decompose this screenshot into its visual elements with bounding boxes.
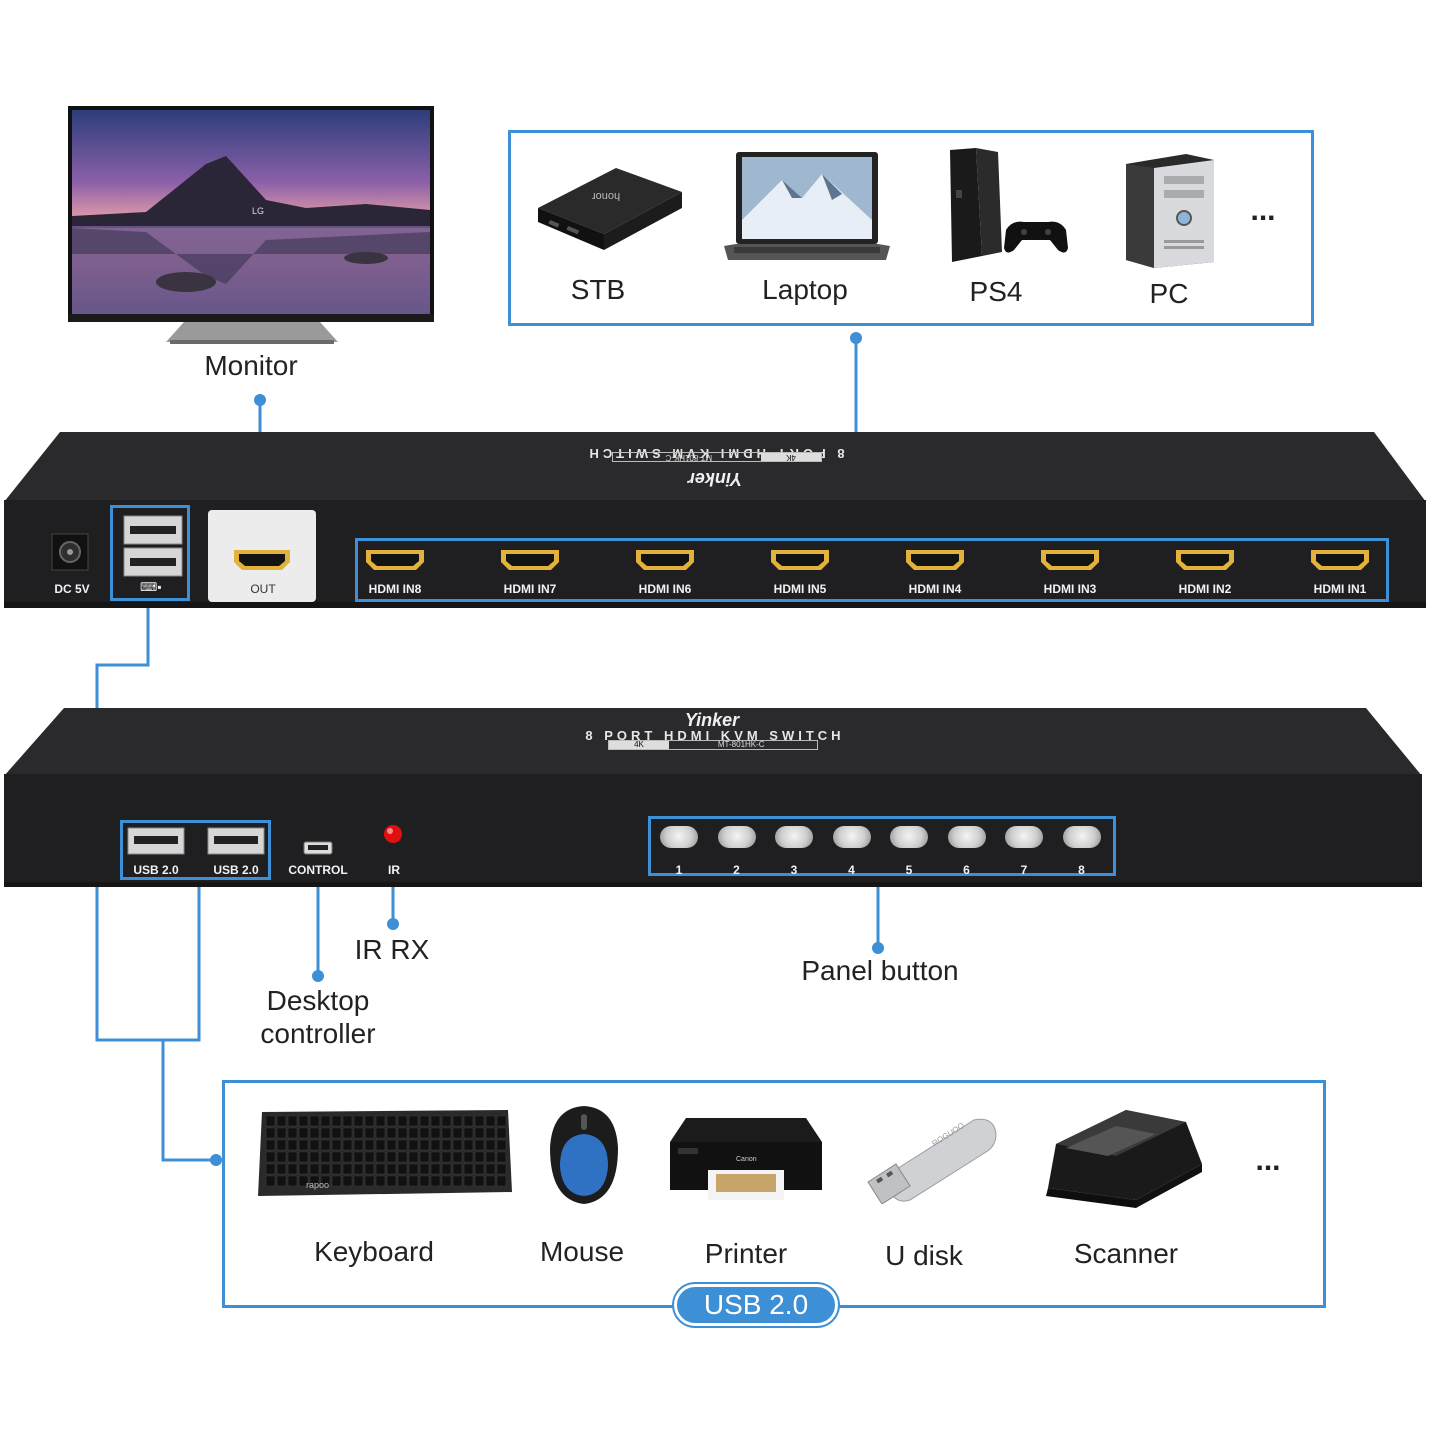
keyboard-brand-logo: rapoo [306,1180,330,1190]
front-4k-badge: 4K [609,741,669,749]
more-sources-ellipsis: ... [1250,194,1276,227]
hdmi-out-label: OUT [250,582,276,596]
desktop-controller-line-1: Desktop [266,985,370,1016]
panel-button-8[interactable] [1062,826,1101,848]
front-usb-frame [120,820,271,880]
hdmi-input-label: HDMI IN6 [638,582,692,596]
peripheral-label-printer: Printer [704,1238,788,1269]
panel-button-4[interactable] [832,826,871,848]
usb-disk-icon [867,1118,997,1204]
panel-button-number: 7 [1020,863,1028,877]
hdmi-input-port [636,550,694,570]
hdmi-input-label: HDMI IN5 [773,582,827,596]
hdmi-out-port [234,550,290,570]
hdmi-input-port [1041,550,1099,570]
ir-label: IR [388,863,400,877]
front-usb-label-2: USB 2.0 [213,863,259,877]
source-label-pc: PC [1149,278,1189,309]
hdmi-input-port [501,550,559,570]
source-label-stb: STB [570,274,626,305]
panel-button-5[interactable] [890,826,928,848]
printer-icon [670,1118,822,1200]
panel-button-7[interactable] [1005,826,1043,848]
panel-button-number: 5 [905,863,913,877]
mouse-icon [550,1106,618,1204]
front-brand-logo: Yinker [684,710,740,730]
monitor-brand-logo: LG [252,206,265,216]
peripheral-label-keyboard: Keyboard [314,1236,434,1267]
front-model-plate: 4K MT-801HK-C [608,740,818,750]
monitor-icon [68,106,434,344]
hdmi-inputs-frame [355,538,1389,602]
hdmi-input-label: HDMI IN4 [908,582,962,596]
ir-rx-label: IR RX [354,934,430,965]
panel-button-number: 8 [1078,863,1085,877]
panel-connector-dot [872,942,884,954]
panel-button-3[interactable] [775,826,813,848]
hdmi-input-label: HDMI IN3 [1043,582,1097,596]
rear-model-number: MT-801HK-C [665,453,713,462]
hdmi-input-label: HDMI IN7 [503,582,557,596]
ir-connector-dot [387,918,399,930]
controller-connector-dot [312,970,324,982]
panel-button-number: 4 [848,863,855,877]
printer-brand-logo: Canon [736,1156,757,1163]
hdmi-input-port [906,550,964,570]
rear-usb-frame [110,505,190,601]
peripheral-label-scanner: Scanner [1073,1238,1179,1269]
hdmi-input-port [771,550,829,570]
ps4-console-icon [950,148,1068,262]
sources-connector-dot [850,332,862,344]
monitor-connector-dot [254,394,266,406]
hdmi-input-label: HDMI IN8 [368,582,422,596]
desktop-controller-label: Desktop controller [236,984,400,1050]
peripheral-label-mouse: Mouse [539,1236,625,1267]
more-peripherals-ellipsis: ... [1255,1144,1281,1177]
set-top-box-icon [538,168,682,250]
panel-button-6[interactable] [947,826,986,848]
usb-2-badge: USB 2.0 [674,1284,838,1326]
hdmi-input-port [366,550,424,570]
peripherals-connector-dot [210,1154,222,1166]
dc-power-label: DC 5V [54,582,90,596]
source-label-ps4: PS4 [969,276,1023,307]
source-devices-frame [508,130,1314,326]
keyboard-mouse-port-icon: ⌨▪ [140,580,162,594]
monitor-label: Monitor [204,350,298,381]
panel-button-1[interactable] [660,826,698,848]
front-usb-label-1: USB 2.0 [133,863,179,877]
rear-brand-logo: Yinker [687,469,743,489]
rear-model-plate: 4K MT-801HK-C [612,452,822,462]
front-model-number: MT-801HK-C [717,740,765,749]
control-port-label: CONTROL [288,863,348,877]
hdmi-input-label: HDMI IN1 [1313,582,1367,596]
kvm-front-panel [4,708,1422,887]
scanner-icon [1046,1110,1202,1208]
panel-button-2[interactable] [717,826,756,848]
desktop-pc-icon [1126,154,1214,268]
panel-button-number: 6 [963,863,970,877]
front-model-line: 8 PORT HDMI KVM SWITCH [585,728,845,743]
desktop-controller-line-2: controller [260,1018,376,1049]
panel-button-number: 1 [675,863,683,877]
panel-button-label: Panel button [801,955,959,986]
hdmi-input-port [1176,550,1234,570]
hdmi-input-label: HDMI IN2 [1178,582,1232,596]
keyboard-icon [258,1110,512,1196]
rear-4k-badge: 4K [761,453,821,462]
panel-button-number: 3 [790,863,798,877]
hdmi-input-port [1311,550,1369,570]
laptop-icon [724,152,890,260]
peripheral-label-u-disk: U disk [885,1240,963,1271]
panel-buttons-frame [648,816,1116,876]
panel-button-number: 2 [733,863,740,877]
source-label-laptop: Laptop [762,274,848,305]
